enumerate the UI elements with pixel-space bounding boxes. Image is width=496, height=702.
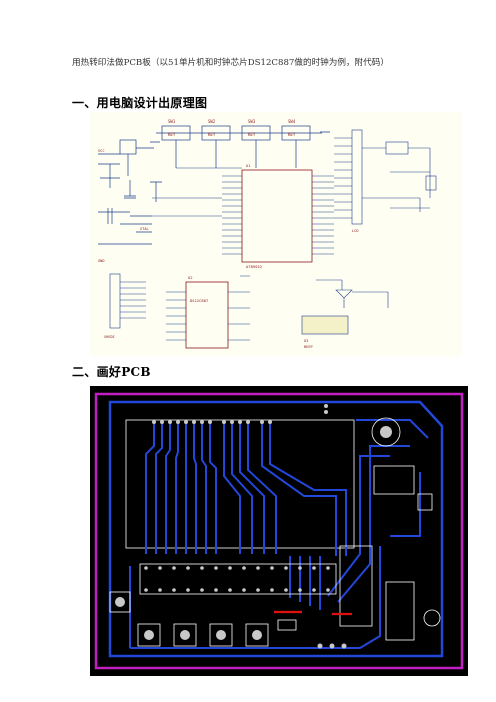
mcu-ref: U1 (246, 163, 251, 168)
gnd-label: GND (98, 259, 105, 263)
switch-label: SW1 (168, 119, 176, 124)
schematic-figure: SW1 SW2 SW3 SW4 KEY KEY KEY KEY VCC XTAL… (90, 112, 462, 356)
switch-label: SW4 (288, 119, 296, 124)
buzzer-ref: U3 (304, 339, 308, 343)
crystal-label: XTAL (140, 227, 149, 231)
buzzer-label: BEEP (304, 345, 313, 349)
header-label: SHEDI (104, 335, 115, 339)
key-label: KEY (168, 132, 176, 137)
switch-label: SW3 (248, 119, 256, 124)
pcb-figure (90, 386, 468, 676)
switch-label: SW2 (208, 119, 216, 124)
key-label: KEY (208, 132, 216, 137)
section-heading-schematic: 一、用电脑设计出原理图 (72, 96, 208, 110)
section-heading-pcb: 二、画好PCB (72, 365, 151, 379)
intro-paragraph: 用热转印法做PCB板（以51单片机和时钟芯片DS12C887做的时钟为例，附代码… (72, 58, 389, 68)
key-label: KEY (248, 132, 256, 137)
mcu-part: AT89S52 (246, 264, 262, 269)
rtc-part: DS12C887 (190, 298, 208, 303)
power-label: VCC (98, 149, 105, 153)
lcd-label: LCD (352, 229, 359, 233)
key-label: KEY (288, 132, 296, 137)
rtc-ref: U2 (188, 275, 193, 280)
